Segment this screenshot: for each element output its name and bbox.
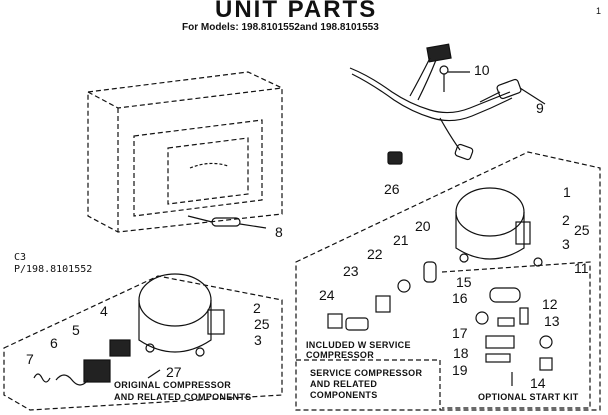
start-kit-components [475, 287, 553, 386]
callout-8: 8 [275, 224, 283, 240]
callout-25-service: 25 [574, 222, 590, 238]
callout-26: 26 [384, 181, 400, 197]
page-title: UNIT PARTS [215, 0, 378, 23]
callout-4: 4 [100, 303, 108, 319]
callout-21: 21 [393, 232, 409, 248]
callout-14: 14 [530, 375, 546, 391]
caption-included-line1: INCLUDED W SERVICE [306, 340, 411, 350]
callout-22: 22 [367, 246, 383, 262]
callout-25-original: 25 [254, 316, 270, 332]
callout-24: 24 [319, 287, 335, 303]
model-ref-line2: P/198.8101552 [14, 264, 93, 275]
callout-23: 23 [343, 263, 359, 279]
callout-16: 16 [452, 290, 468, 306]
callout-1: 1 [563, 184, 571, 200]
callout-7: 7 [26, 351, 34, 367]
callout-27: 27 [166, 364, 182, 380]
page-subtitle: For Models: 198.8101552and 198.8101553 [182, 22, 379, 33]
service-group-outline [295, 151, 601, 411]
callout-12: 12 [542, 296, 558, 312]
callout-3-original: 3 [254, 332, 262, 348]
service-compressor [455, 187, 543, 267]
model-ref-line1: C3 [14, 252, 27, 263]
callout-2-service: 2 [562, 212, 570, 228]
caption-start-kit: OPTIONAL START KIT [478, 392, 579, 402]
screw-part-10 [439, 65, 470, 92]
original-compressor [33, 273, 225, 386]
callout-11: 11 [574, 260, 589, 276]
caption-original-line1: ORIGINAL COMPRESSOR [114, 380, 232, 390]
drier-part-8 [187, 215, 267, 229]
caption-original-line2: AND RELATED COMPONENTS [114, 392, 252, 402]
wiring-harness-part-9 [349, 43, 546, 161]
corner-mark: 1 [596, 6, 602, 16]
callout-13: 13 [544, 313, 560, 329]
callout-2-original: 2 [253, 300, 261, 316]
service-components [327, 261, 437, 331]
callout-17: 17 [452, 325, 468, 341]
unit-housing [87, 71, 283, 233]
callout-6: 6 [50, 335, 58, 351]
drain-line [189, 162, 229, 169]
callout-19: 19 [452, 362, 468, 378]
caption-service-line2: AND RELATED [310, 379, 378, 389]
callout-15: 15 [456, 274, 472, 290]
callout-5: 5 [72, 322, 80, 338]
callout-9: 9 [536, 100, 544, 116]
clip-part-26 [387, 151, 403, 165]
callout-10: 10 [474, 62, 490, 78]
caption-included-line2: COMPRESSOR [306, 350, 375, 360]
caption-service-line1: SERVICE COMPRESSOR [310, 368, 423, 378]
original-group-outline [3, 275, 283, 411]
callout-20: 20 [415, 218, 431, 234]
caption-service-line3: COMPONENTS [310, 390, 378, 400]
callout-3-service: 3 [562, 236, 570, 252]
callout-18: 18 [453, 345, 469, 361]
